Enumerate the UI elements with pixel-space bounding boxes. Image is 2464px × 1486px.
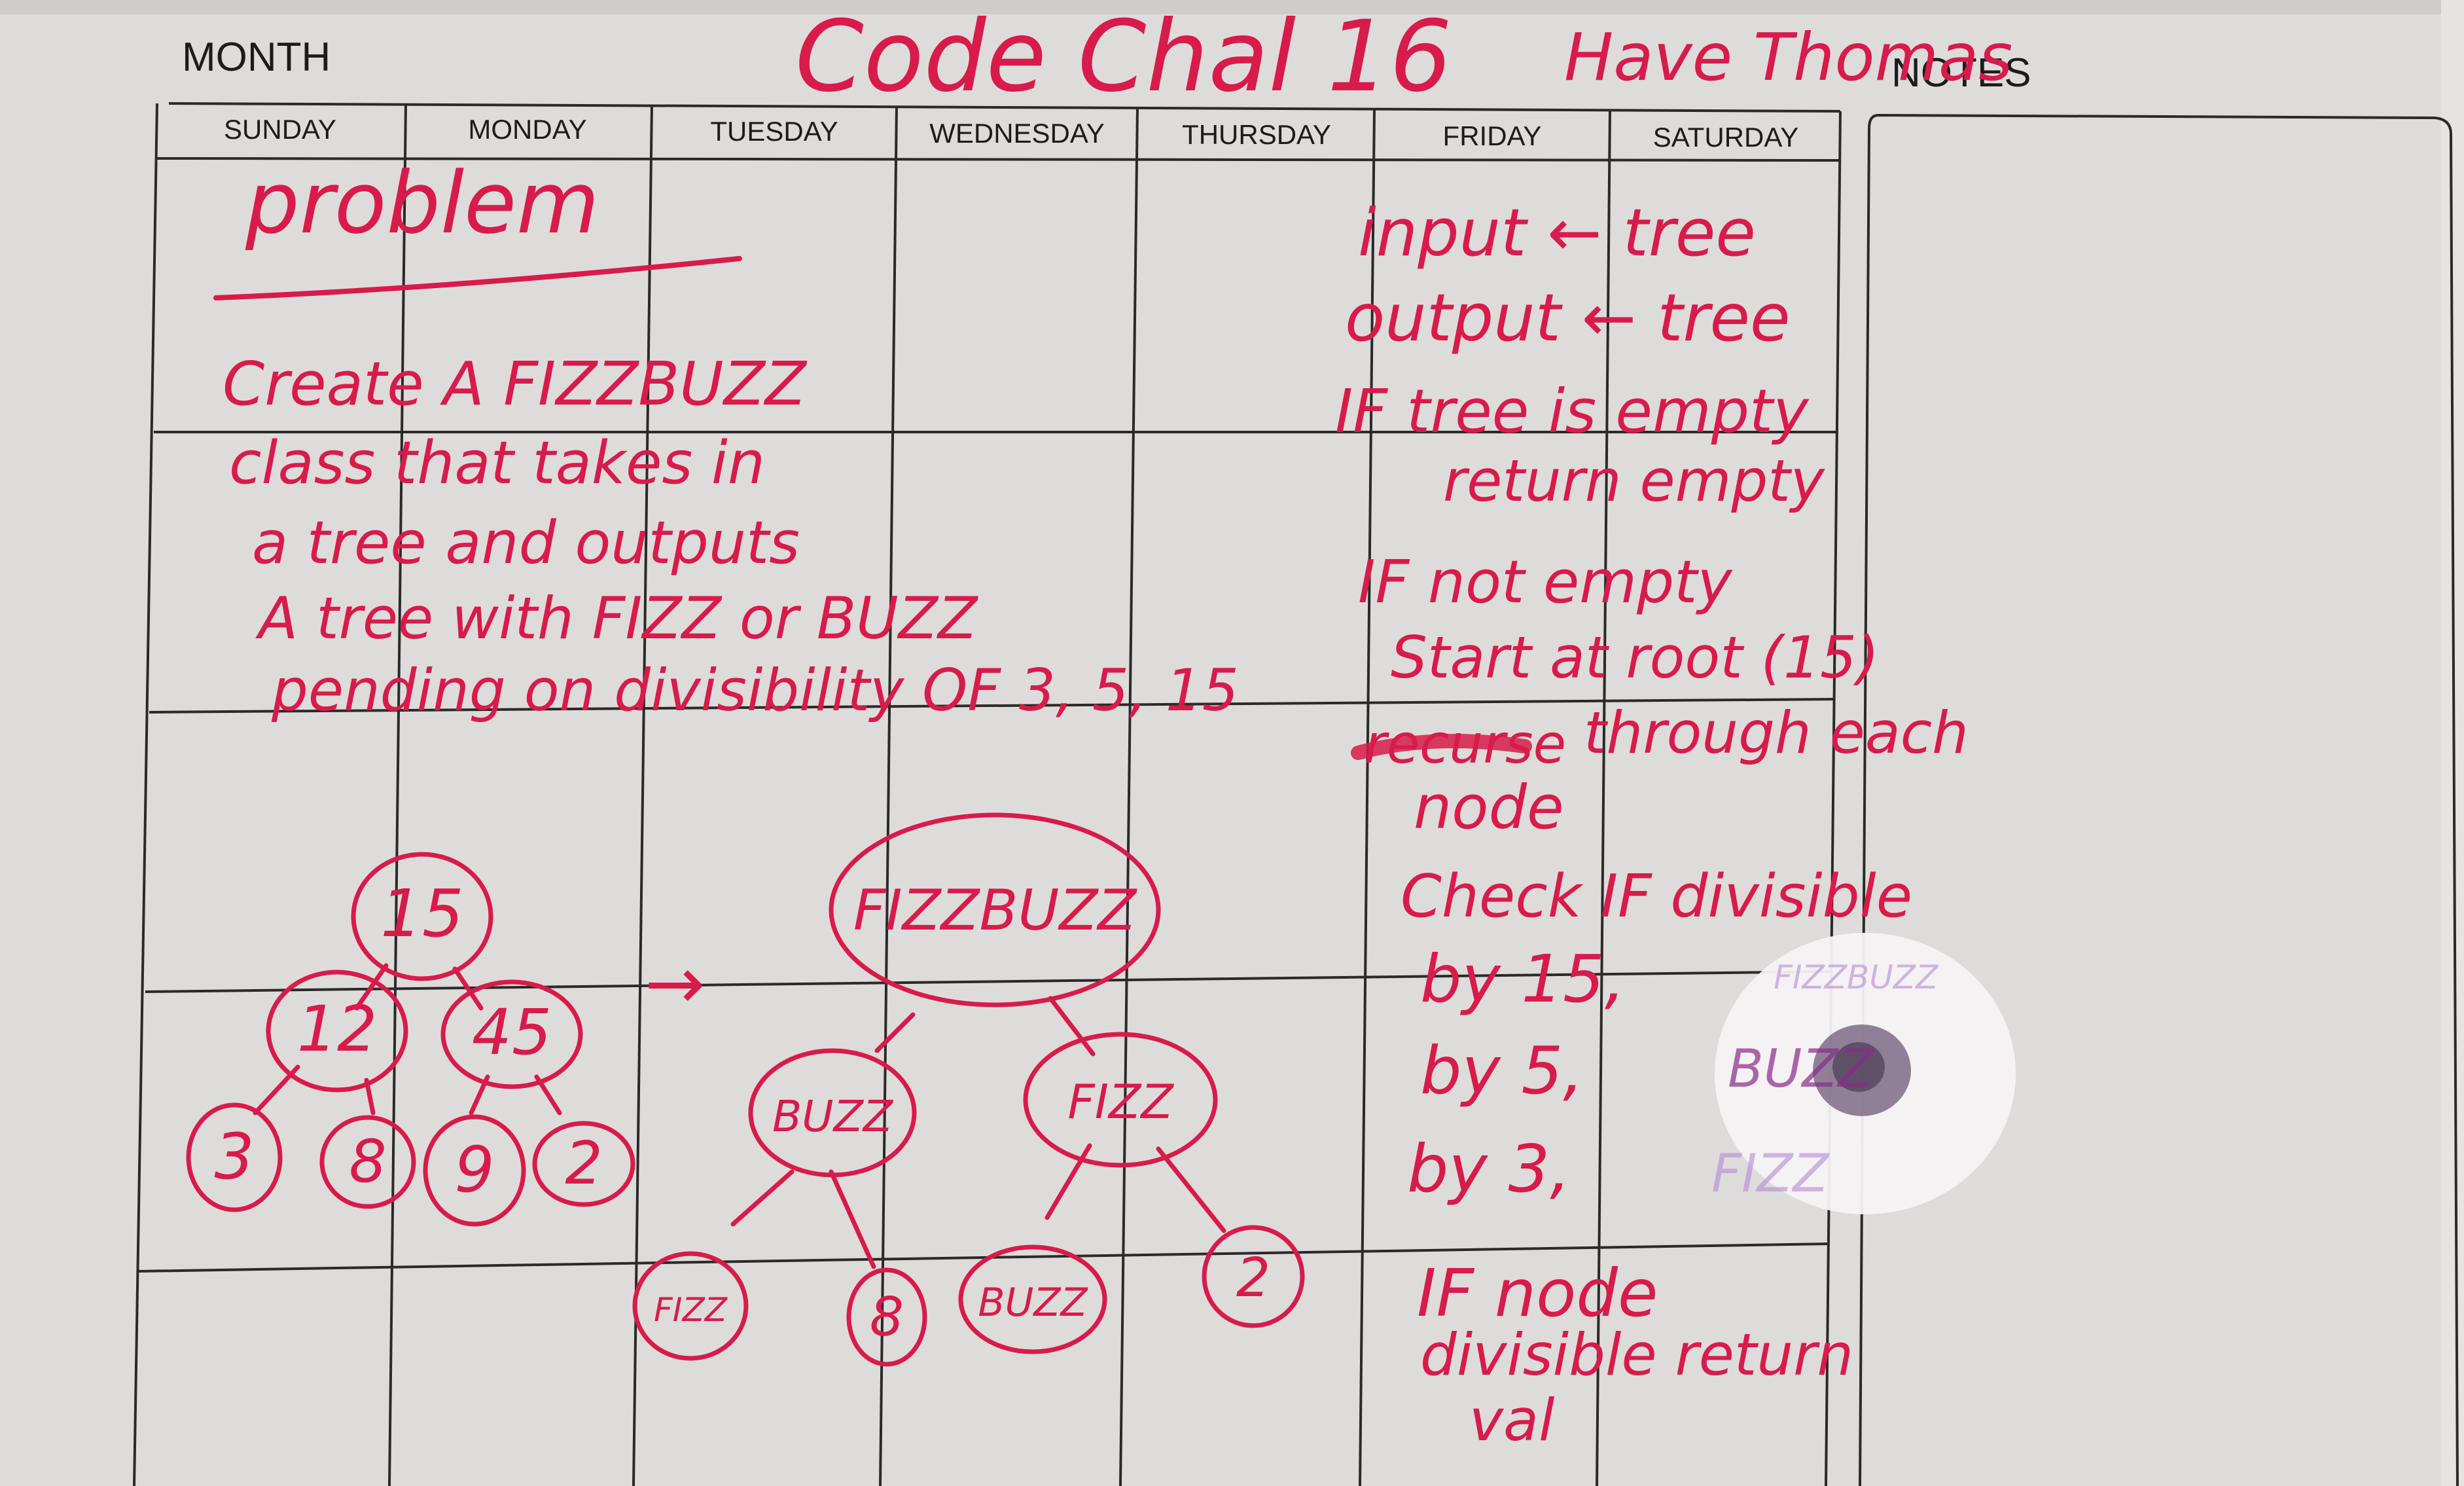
faded-label-2: BUZZ [1728, 1038, 1875, 1099]
input-rr-node [532, 1121, 635, 1207]
output-rr-value: 2 [1236, 1247, 1270, 1309]
algo-line-6: Start at root (15) [1391, 624, 1879, 691]
algo-line-13: IF node [1417, 1255, 1658, 1332]
paper-top-shadow [0, 0, 2464, 14]
input-ll-node [186, 1102, 283, 1212]
input-ll-value: 3 [214, 1120, 254, 1193]
transform-arrow: → [645, 941, 705, 1025]
input-lr-value: 8 [349, 1127, 386, 1196]
problem-line-1: Create A FIZZBUZZ [223, 349, 808, 419]
output-tree-values: FIZZBUZZ BUZZ FIZZ FIZZ 8 BUZZ 2 [654, 878, 1270, 1349]
challenge-title: Code Chal 16 [795, 0, 1452, 114]
problem-heading: problem [245, 153, 599, 253]
output-left-node [748, 1048, 917, 1178]
day-sunday: SUNDAY [224, 114, 336, 145]
algo-line-10: by 15, [1420, 941, 1625, 1017]
day-wednesday: WEDNESDAY [929, 118, 1105, 149]
output-lr-node [846, 1267, 927, 1367]
output-tree [632, 812, 1305, 1367]
algo-line-12: by 3, [1407, 1131, 1571, 1207]
problem-underline [213, 256, 742, 300]
output-root-value: FIZZBUZZ [853, 878, 1138, 943]
input-right-value: 45 [472, 996, 552, 1069]
input-left-node [266, 970, 408, 1093]
input-lr-node [319, 1115, 416, 1209]
output-rl-value: BUZZ [978, 1280, 1088, 1326]
input-right-node [440, 979, 583, 1089]
month-label: MONTH [182, 35, 330, 80]
day-saturday: SATURDAY [1653, 122, 1798, 153]
output-right-value: FIZZ [1067, 1074, 1174, 1129]
algo-line-9: Check IF divisible [1401, 862, 1912, 931]
input-root-value: 15 [380, 875, 463, 952]
problem-line-5: pending on divisibility OF 3, 5, 15 [271, 657, 1239, 724]
day-headers: SUNDAY MONDAY TUESDAY WEDNESDAY THURSDAY… [224, 114, 1798, 153]
input-root-node [351, 852, 493, 981]
day-tuesday: TUESDAY [710, 116, 838, 147]
algo-line-5: IF not empty [1358, 548, 1733, 617]
output-left-value: BUZZ [772, 1091, 894, 1142]
algo-line-2: output ← tree [1345, 280, 1791, 356]
input-rr-value: 2 [565, 1129, 602, 1198]
algo-line-1: input ← tree [1358, 194, 1756, 271]
output-rr-node [1202, 1225, 1305, 1328]
algo-crossout [1351, 734, 1532, 760]
algo-line-3: IF tree is empty [1335, 376, 1810, 446]
faded-label-1: FIZZBUZZ [1774, 958, 1939, 996]
problem-line-2: class that takes in [229, 429, 765, 498]
output-lr-value: 8 [870, 1286, 904, 1349]
output-rl-node [958, 1244, 1107, 1354]
algo-line-8: node [1414, 772, 1564, 843]
day-monday: MONDAY [468, 114, 586, 145]
notes-box [1859, 114, 2459, 1486]
smudged-area: FIZZBUZZ BUZZ FIZZ [1711, 933, 2016, 1214]
author-name: Have Thomas [1564, 19, 2012, 96]
faded-label-3: FIZZ [1711, 1143, 1830, 1204]
input-left-value: 12 [297, 992, 377, 1066]
output-ll-node [632, 1251, 749, 1361]
algo-line-15: val [1469, 1386, 1555, 1454]
input-tree [186, 852, 635, 1227]
input-rl-value: 9 [454, 1133, 494, 1206]
calendar-grid [133, 102, 1842, 1486]
algo-line-14: divisible return [1420, 1321, 1853, 1388]
day-friday: FRIDAY [1443, 120, 1542, 151]
algo-line-7: through each [1584, 699, 1969, 767]
output-root-node [829, 812, 1161, 1007]
algo-line-4: return empty [1443, 447, 1826, 515]
problem-statement: problem Create A FIZZBUZZ class that tak… [213, 153, 1239, 724]
input-tree-values: 15 12 45 3 8 9 2 [214, 875, 602, 1206]
algo-line-11: by 5, [1420, 1032, 1584, 1109]
problem-line-4: A tree with FIZZ or BUZZ [255, 585, 978, 652]
notes-label: NOTES [1891, 50, 2031, 96]
algorithm-notes: input ← tree output ← tree IF tree is em… [1335, 194, 1969, 1454]
output-right-node [1023, 1032, 1218, 1168]
output-ll-value: FIZZ [654, 1291, 728, 1329]
day-thursday: THURSDAY [1182, 119, 1331, 150]
input-rl-node [423, 1114, 526, 1227]
problem-line-3: a tree and outputs [252, 509, 800, 577]
